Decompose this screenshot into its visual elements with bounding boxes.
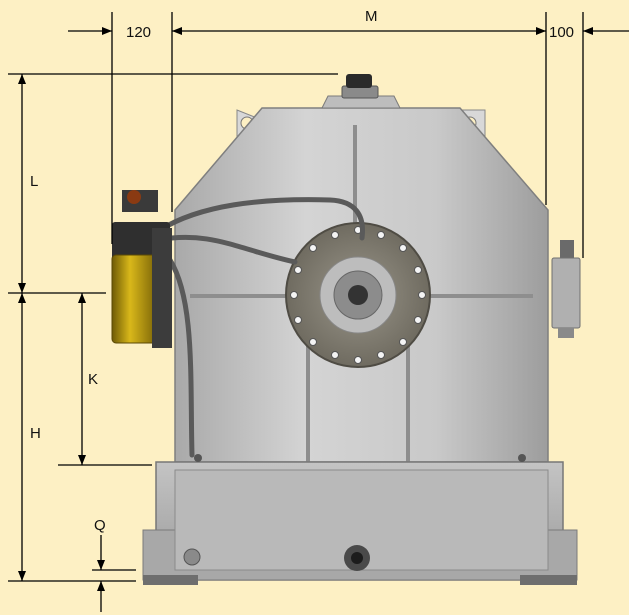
sump-bolt xyxy=(518,454,526,462)
output-flange xyxy=(285,222,431,368)
oil-filter-unit xyxy=(111,190,172,348)
level-plug xyxy=(183,548,201,566)
base-foot-left xyxy=(143,575,198,585)
dimension-lines xyxy=(8,12,629,612)
breather-cap xyxy=(321,74,401,109)
dimension-m-label: M xyxy=(365,8,378,25)
flange-bolts xyxy=(290,226,426,364)
dimension-q-label: Q xyxy=(94,517,106,534)
sump-bolt xyxy=(194,454,202,462)
pressure-switch xyxy=(127,190,141,204)
oil-level-gauge xyxy=(551,240,581,338)
dimension-k-label: K xyxy=(88,371,98,388)
dimension-h-label: H xyxy=(30,425,41,442)
dimension-l-label: L xyxy=(30,173,38,190)
drain-plug xyxy=(344,545,370,571)
dimension-100-label: 100 xyxy=(549,24,574,41)
dimension-120-label: 120 xyxy=(126,24,151,41)
lubrication-pipes xyxy=(155,197,366,458)
oil-filter-canister xyxy=(111,254,158,344)
base-foot-right xyxy=(520,575,577,585)
